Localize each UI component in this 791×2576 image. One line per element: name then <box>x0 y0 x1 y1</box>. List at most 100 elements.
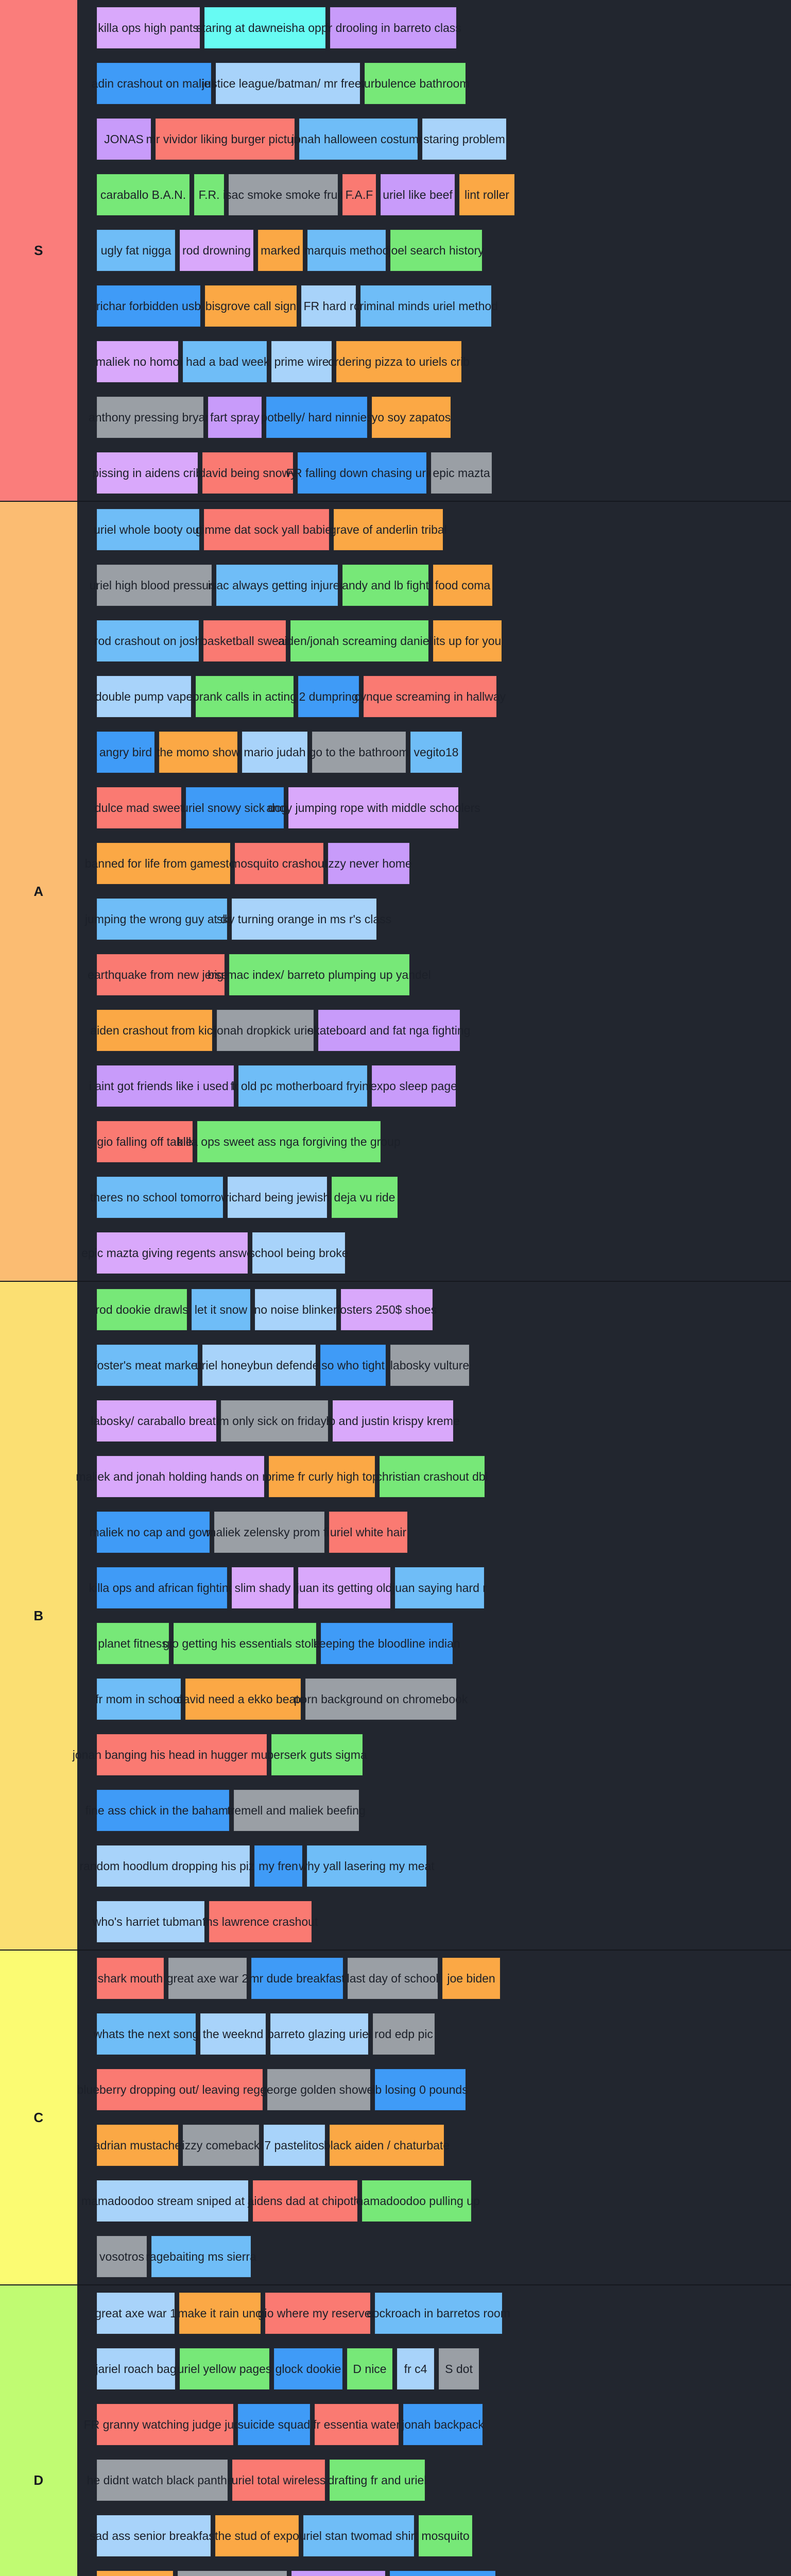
tier-item[interactable]: fr c4 <box>397 2348 434 2389</box>
tier-item[interactable]: prank calls in acting <box>193 676 297 717</box>
tier-item[interactable]: maliek and jonah holding hands on nitro <box>76 1456 285 1497</box>
tier-item[interactable]: joe biden <box>442 1958 500 1999</box>
tier-item[interactable]: juan saying hard r <box>392 1567 487 1608</box>
tier-item[interactable]: cockroach in barretos room <box>367 2293 510 2334</box>
tier-item[interactable]: cynque screaming in hallway <box>354 676 506 717</box>
tier-item[interactable]: gio where my reserved <box>258 2293 377 2334</box>
tier-item[interactable]: FR hard r <box>301 285 356 327</box>
tier-item[interactable]: blueberry dropping out/ leaving regents <box>77 2069 282 2110</box>
tier-item[interactable]: barreto glazing uriel <box>267 2013 371 2055</box>
tier-item[interactable]: sky turning orange in ms r's class <box>217 899 391 940</box>
tier-item[interactable]: shark mouth <box>97 1958 164 1999</box>
tier-item[interactable]: slim shady <box>232 1567 294 1608</box>
tier-item[interactable]: why yall lasering my meat <box>299 1845 435 1887</box>
tier-item[interactable]: christian crashout dbl <box>376 1456 488 1497</box>
tier-item[interactable]: basketball sweat <box>201 620 288 662</box>
tier-item[interactable]: lb and justin krispy kreme <box>326 1400 460 1442</box>
tier-item[interactable]: fine ass chick in the bahamas <box>85 1790 240 1831</box>
tier-item[interactable]: izzy comeback <box>182 2125 260 2166</box>
tier-item[interactable]: izzy never home <box>325 843 412 884</box>
tier-item[interactable]: jariel roach bag <box>95 2348 177 2389</box>
tier-item[interactable]: double pump vape <box>95 676 193 717</box>
tier-item[interactable]: its up for you <box>433 620 502 662</box>
tier-item[interactable]: fart spray <box>208 397 262 438</box>
tier-item[interactable]: keeping the bloodline indian <box>313 1623 460 1664</box>
tier-item[interactable]: uriel high blood pressure <box>90 565 219 606</box>
tier-item[interactable]: porn background on chromebook <box>294 1679 468 1720</box>
tier-item[interactable]: jonah backpack <box>402 2404 484 2445</box>
tier-item[interactable]: S dot <box>439 2348 479 2389</box>
tier-item[interactable]: berserk guts sigma <box>267 1734 367 1775</box>
tier-item[interactable]: vosotros <box>97 2236 147 2277</box>
tier-item[interactable]: rod edp pic <box>373 2013 435 2055</box>
tier-item[interactable]: staring at dawneisha opps <box>196 7 334 48</box>
tier-item[interactable]: the weeknd <box>200 2013 266 2055</box>
tier-item[interactable]: epic mazta giving regents answers <box>81 1232 263 1274</box>
tier-item[interactable]: uriel like beef <box>381 174 455 215</box>
tier-item[interactable]: criminal minds uriel method <box>354 285 498 327</box>
tier-item[interactable]: FR granny watching judge judy <box>84 2404 246 2445</box>
tier-item[interactable]: fr mom in school <box>95 1679 182 1720</box>
tier-item[interactable]: mosquito <box>419 2515 472 2556</box>
tier-item[interactable]: uriel yellow pages <box>178 2348 271 2389</box>
tier-item[interactable]: jonah halloween costume <box>291 118 425 160</box>
tier-item[interactable]: ms lawrence crashout <box>203 1901 318 1942</box>
tier-item[interactable]: andy and lb fight <box>342 565 429 606</box>
tier-item[interactable]: aiden crashout from kick <box>90 1010 219 1051</box>
tier-item[interactable]: joel search history <box>388 230 484 271</box>
tier-item[interactable]: he didnt watch black panther <box>87 2460 237 2501</box>
tier-item[interactable]: great axe war 1 <box>95 2293 177 2334</box>
tier-item[interactable]: ezekiel/ open the noor <box>390 2571 495 2576</box>
tier-item[interactable]: staring problem <box>422 118 506 160</box>
tier-item[interactable]: 7 pastelitos <box>264 2125 325 2166</box>
tier-label-a[interactable]: A <box>0 502 77 1281</box>
tier-item[interactable]: drafting fr and uriel <box>328 2460 426 2501</box>
tier-item[interactable]: marked <box>258 230 303 271</box>
tier-item[interactable]: enrique lockdown in art <box>178 2571 287 2576</box>
tier-item[interactable]: expo sleep page <box>370 1065 457 1107</box>
tier-item[interactable]: aiden/jonah screaming daniella <box>278 620 441 662</box>
tier-item[interactable]: maliek zelensky prom fit <box>206 1512 333 1553</box>
tier-item[interactable]: foster's meat market <box>94 1345 201 1386</box>
tier-item[interactable]: uriel stan twomad shirt <box>299 2515 418 2556</box>
tier-item[interactable]: mr dude breakfast <box>249 1958 345 1999</box>
tier-item[interactable]: sad ass senior breakfast <box>90 2515 218 2556</box>
tier-item[interactable]: ugly fat nigga <box>97 230 175 271</box>
tier-item[interactable]: great axe war 2 <box>167 1958 248 1999</box>
tier-item[interactable]: i aint got friends like i used to <box>89 1065 242 1107</box>
tier-item[interactable]: planet fitness <box>97 1623 169 1664</box>
tier-label-b[interactable]: B <box>0 1282 77 1950</box>
tier-item[interactable]: fr drooling in barreto class <box>325 7 461 48</box>
tier-item[interactable]: FR falling down chasing uriel <box>286 452 438 494</box>
tier-item[interactable]: let it snow <box>192 1289 250 1330</box>
tier-item[interactable]: lb losing 0 pounds <box>372 2069 468 2110</box>
tier-item[interactable]: suicide squad <box>238 2404 310 2445</box>
tier-item[interactable]: lint roller <box>459 174 514 215</box>
tier-item[interactable]: justice league/batman/ mr freeze <box>202 63 374 104</box>
tier-item[interactable]: mamadoodoo pulling up <box>353 2180 480 2222</box>
tier-item[interactable]: prime fr curly high top <box>265 1456 379 1497</box>
tier-item[interactable]: black aiden / chaturbate <box>324 2125 450 2166</box>
tier-item[interactable]: the stud of expo <box>215 2515 299 2556</box>
tier-item[interactable]: uriel total wireless <box>232 2460 325 2501</box>
tier-item[interactable]: killa ops high pants <box>97 7 200 48</box>
tier-item[interactable]: anthony pressing bryan <box>89 397 212 438</box>
tier-item[interactable]: JONAS <box>97 118 151 160</box>
tier-item[interactable]: jonah dropkick uriel <box>214 1010 316 1051</box>
tier-item[interactable]: yo soy zapatos <box>372 397 451 438</box>
tier-item[interactable]: school being broke <box>249 1232 349 1274</box>
tier-item[interactable]: andy jumping rope with middle schoolers <box>266 787 480 828</box>
tier-item[interactable]: vegito18 <box>410 732 462 773</box>
tier-item[interactable]: mario judah <box>242 732 307 773</box>
tier-item[interactable]: rod dookie drawls <box>95 1289 188 1330</box>
tier-item[interactable]: jumping the wrong guy at deli <box>85 899 239 940</box>
tier-item[interactable]: the momo show <box>157 732 240 773</box>
tier-item[interactable]: theres no school tomorrow <box>90 1177 230 1218</box>
tier-item[interactable]: jonah banging his head in hugger mugger <box>73 1734 291 1775</box>
tier-item[interactable]: im only sick on fridays <box>217 1400 332 1442</box>
tier-item[interactable]: who's harriet tubman? <box>93 1901 209 1942</box>
tier-item[interactable]: make it rain uno <box>178 2293 262 2334</box>
tier-item[interactable]: killa ops and african fighting <box>89 1567 235 1608</box>
tier-item[interactable]: marquis method <box>304 230 389 271</box>
tier-item[interactable]: fr old pc motherboard frying <box>230 1065 375 1107</box>
